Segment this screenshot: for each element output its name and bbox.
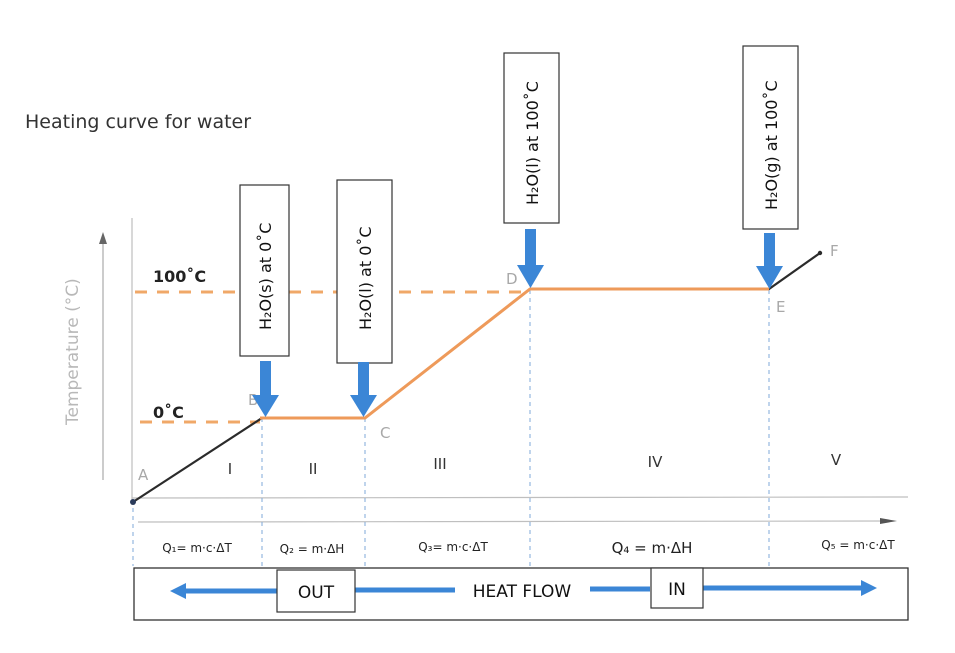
region-equation-1: Q₁= m·c·ΔT	[162, 541, 232, 555]
down-arrow-icon	[350, 362, 377, 417]
x-axis-arrow	[137, 518, 897, 524]
callout-text: H₂O(l) at 100˚C	[523, 81, 542, 205]
callout-text: H₂O(l) at 0˚C	[356, 226, 375, 330]
callout-box	[503, 52, 560, 224]
heating-curve	[130, 250, 823, 505]
callout-box	[742, 45, 799, 230]
down-arrow-icon	[252, 361, 279, 417]
callout-solid-0c: H₂O(s) at 0˚C	[239, 184, 290, 417]
in-box	[650, 567, 704, 609]
point-label-e: E	[776, 298, 785, 316]
right-arrow-icon	[703, 580, 877, 596]
region-equation-2: Q₂ = m·ΔH	[280, 542, 345, 556]
y-axis-label: Temperature (°C)	[63, 278, 83, 426]
down-arrow-icon	[756, 233, 783, 289]
diagram-title: Heating curve for water	[25, 111, 251, 133]
point-a-marker	[130, 499, 136, 505]
curve-orange-overlay	[260, 287, 769, 420]
down-arrow-icon	[517, 229, 544, 288]
region-equation-5: Q₅ = m·c·ΔT	[821, 538, 895, 552]
region-dividers	[132, 290, 770, 566]
left-arrow-icon	[170, 583, 278, 599]
label-100c: 100˚C	[153, 267, 206, 286]
callout-box	[239, 184, 290, 357]
region-equation-4: Q₄ = m·ΔH	[612, 539, 693, 557]
callout-box	[336, 179, 393, 364]
plot-bottom-border	[131, 496, 909, 499]
out-label: OUT	[298, 583, 335, 603]
callout-text: H₂O(g) at 100˚C	[762, 80, 781, 210]
point-label-b: B	[248, 391, 258, 409]
heat-flow-frame	[133, 567, 909, 621]
heat-flow-bar: OUT HEAT FLOW IN	[133, 567, 909, 621]
region-numeral-1: I	[228, 460, 232, 478]
out-box	[276, 569, 356, 613]
callout-text: H₂O(s) at 0˚C	[256, 223, 275, 330]
heat-flow-label: HEAT FLOW	[473, 582, 572, 602]
region-equation-3: Q₃= m·c·ΔT	[418, 540, 488, 554]
point-label-d: D	[506, 270, 518, 288]
callout-liquid-0c: H₂O(l) at 0˚C	[336, 179, 393, 417]
y-axis-arrow	[99, 232, 107, 480]
label-0c: 0˚C	[153, 403, 184, 422]
point-label-c: C	[380, 424, 390, 442]
region-numeral-4: IV	[648, 453, 663, 471]
point-f-marker	[817, 250, 823, 256]
callout-liquid-100c: H₂O(l) at 100˚C	[503, 52, 560, 288]
region-numeral-5: V	[831, 451, 842, 469]
region-numeral-2: II	[309, 460, 318, 478]
point-label-f: F	[830, 242, 839, 260]
in-label: IN	[668, 580, 686, 600]
callout-gas-100c: H₂O(g) at 100˚C	[742, 45, 799, 289]
region-numeral-3: III	[433, 455, 446, 473]
point-label-a: A	[138, 466, 149, 484]
